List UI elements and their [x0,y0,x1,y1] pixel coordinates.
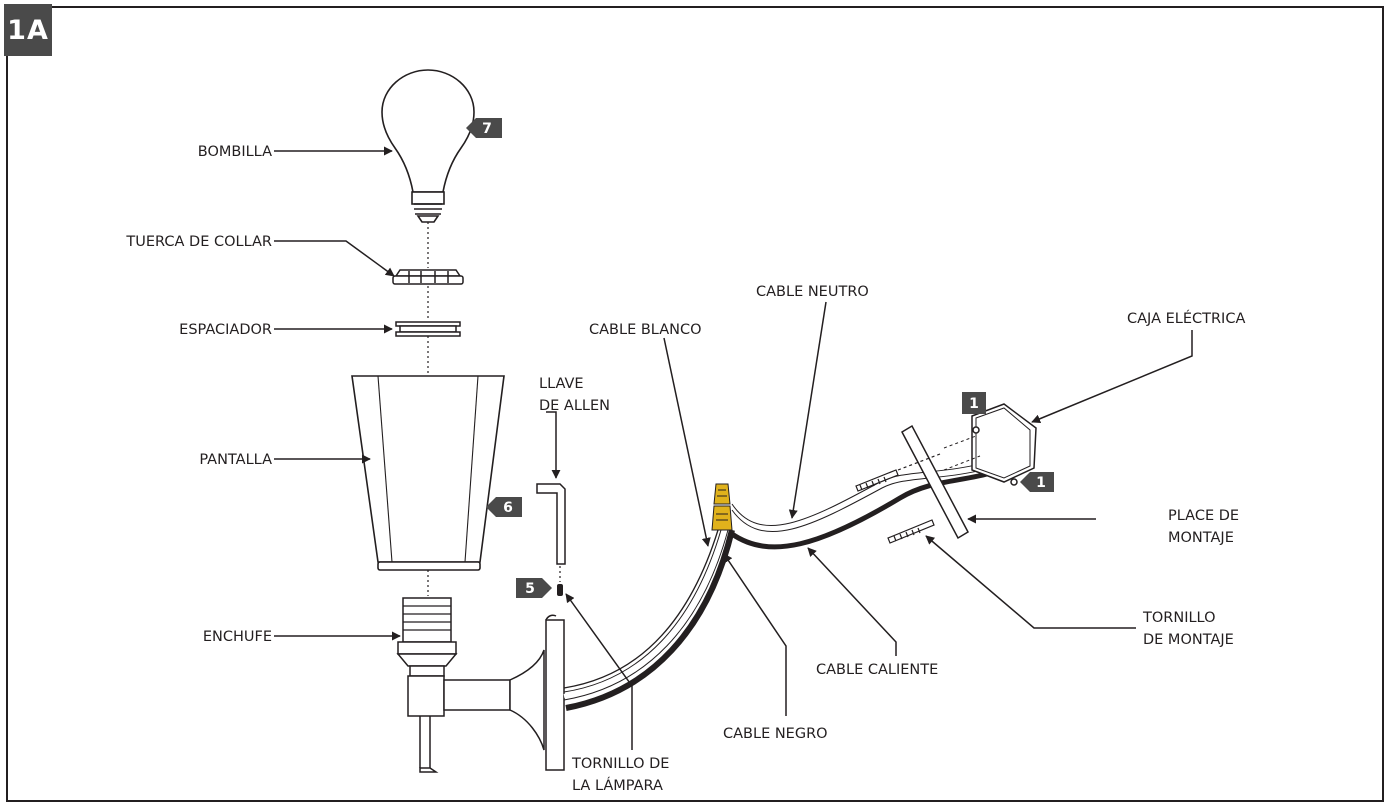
label-enchufe: ENCHUFE [203,629,272,645]
label-espaciador: ESPACIADOR [179,322,272,338]
leader-cable-blanco [663,337,711,547]
step-number-box-bottom: 1 [1036,475,1046,491]
spacer-part [395,321,461,337]
wire-nuts [711,483,733,531]
part-labels: BOMBILLA TUERCA DE COLLAR ESPACIADOR PAN… [125,144,1245,794]
leader-cable-neutro [788,301,827,519]
figure-id-tag: 1A [4,4,52,56]
leader-llave [546,411,561,479]
label-tornillo-montaje-1: TORNILLO [1142,610,1216,626]
leader-caja [1031,330,1193,424]
wire-bundle [563,445,1034,711]
step-badge-box-top: 1 [962,392,986,414]
figure-frame [6,6,1384,802]
label-place-2: MONTAJE [1168,530,1234,546]
label-llave-2: DE ALLEN [539,398,610,414]
label-cable-negro: CABLE NEGRO [723,726,828,742]
lamp-screw-part [557,584,563,596]
label-tornillo-lampara-1: TORNILLO DE [571,756,669,772]
step-badge-box-bottom: 1 [1020,472,1054,492]
assembly-axis [427,222,561,596]
allen-key-part [536,483,566,565]
label-tornillo-montaje-2: DE MONTAJE [1143,632,1234,648]
socket-part [396,597,458,773]
label-tuerca: TUERCA DE COLLAR [125,234,272,250]
shade-part [351,375,505,571]
step-badge-shade: 6 [486,497,522,517]
label-cable-caliente: CABLE CALIENTE [816,662,938,678]
wall-arm-part [443,614,565,771]
step-number-screw: 5 [525,581,535,597]
label-cable-neutro: CABLE NEUTRO [756,284,869,300]
step-badge-bulb: 7 [466,118,502,138]
label-tornillo-lampara-2: LA LÁMPARA [572,777,663,794]
mounting-plate-part [901,424,969,540]
label-pantalla: PANTALLA [199,452,272,468]
leader-cable-caliente [807,547,897,656]
label-llave-1: LLAVE [539,376,584,392]
electrical-box-part [943,403,1037,486]
mounting-screws [855,453,941,544]
leader-cable-negro [723,553,787,716]
leader-tornillo-montaje [925,535,1136,629]
step-number-shade: 6 [503,500,513,516]
collar-nut-part [392,269,464,285]
bulb-part [381,69,475,223]
step-badge-screw: 5 [516,578,552,598]
leader-tuerca [274,240,395,277]
label-caja: CAJA ELÉCTRICA [1127,310,1245,327]
label-bombilla: BOMBILLA [198,144,272,160]
step-number-box-top: 1 [969,396,979,412]
step-number-bulb: 7 [482,121,492,137]
leader-tornillo-lampara [565,593,633,750]
label-place-1: PLACE DE [1168,508,1239,524]
label-cable-blanco: CABLE BLANCO [589,322,702,338]
